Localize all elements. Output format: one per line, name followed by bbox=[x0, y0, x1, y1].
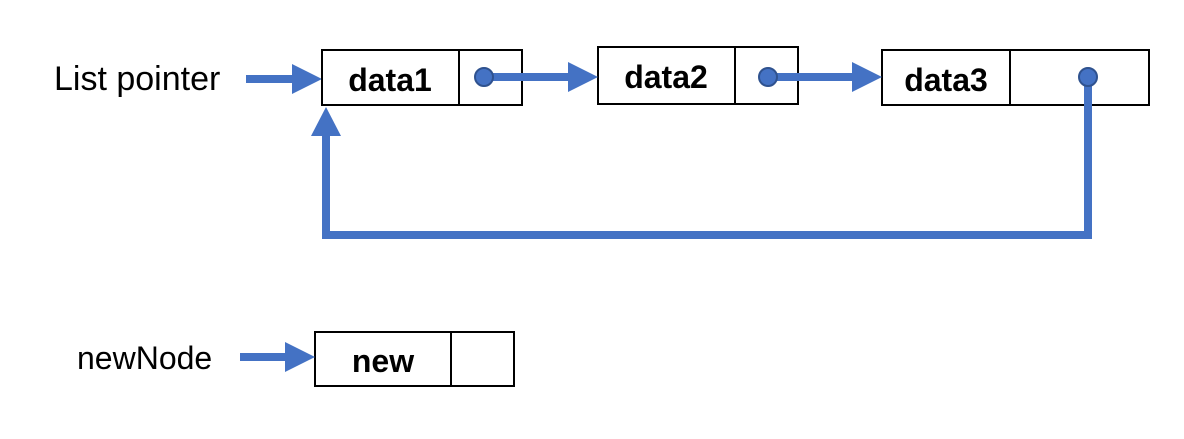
list-pointer-label: List pointer bbox=[54, 60, 220, 98]
pointer-dot-data1 bbox=[474, 67, 494, 87]
pointer-dot-data2 bbox=[758, 67, 778, 87]
node-new-box bbox=[314, 331, 515, 387]
link-data2-to-data3 bbox=[758, 62, 882, 92]
node-data1-text: data1 bbox=[348, 62, 432, 98]
link-data1-to-data2 bbox=[474, 62, 598, 92]
node-new: new bbox=[314, 331, 515, 387]
list-pointer-arrow bbox=[246, 64, 322, 94]
pointer-dot-data3 bbox=[1078, 67, 1098, 87]
node-data3-text: data3 bbox=[904, 62, 988, 98]
link-data3-to-data1 bbox=[311, 67, 1098, 239]
new-node-label: newNode bbox=[77, 340, 212, 376]
new-node-arrow bbox=[240, 342, 315, 372]
node-data2-text: data2 bbox=[624, 59, 708, 95]
node-data3: data3 bbox=[881, 49, 1150, 106]
node-new-text: new bbox=[352, 343, 414, 379]
node-data3-box bbox=[881, 49, 1150, 106]
